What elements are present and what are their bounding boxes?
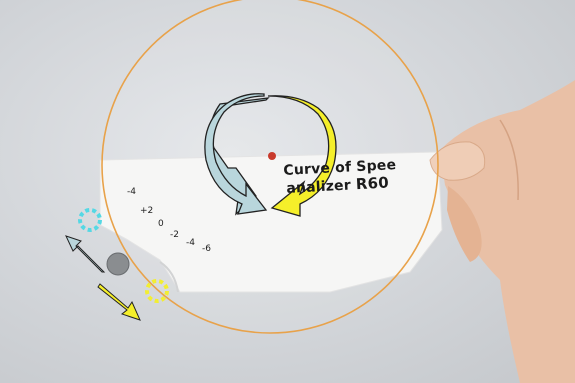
scale-label: -4: [127, 187, 136, 197]
scale-label: +2: [140, 206, 153, 216]
cyan-marker[interactable]: [80, 210, 100, 230]
card-model-name: R60: [355, 173, 389, 193]
scale-label: -4: [186, 238, 195, 248]
pivot-knob[interactable]: [107, 253, 129, 275]
scale-label: -6: [202, 244, 211, 254]
scale-label: 0: [158, 219, 164, 229]
center-dot: [268, 152, 276, 160]
arrow-up-left-icon[interactable]: [66, 236, 104, 272]
hand-image: [430, 80, 575, 383]
scale-label: -2: [170, 230, 179, 240]
arrow-down-right-icon[interactable]: [98, 284, 140, 320]
card-title-line2-prefix: analizer: [286, 177, 351, 196]
